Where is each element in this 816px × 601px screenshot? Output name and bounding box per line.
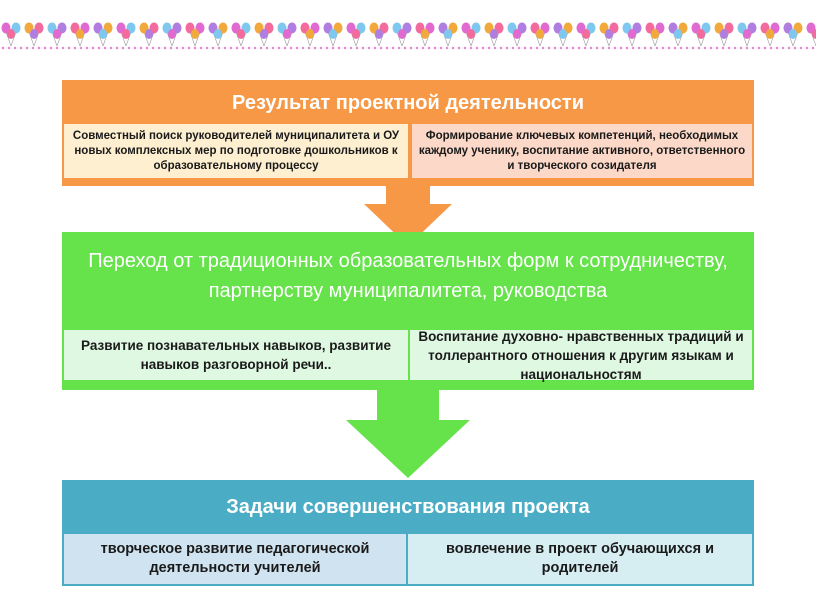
balloon-icon (231, 22, 251, 47)
balloon-icon (438, 22, 458, 47)
balloon-icon (668, 22, 688, 47)
down-arrow-green (346, 390, 470, 478)
balloon-icon (806, 22, 816, 47)
balloon-icon (323, 22, 343, 47)
balloon-icon (461, 22, 481, 47)
balloon-icon (714, 22, 734, 47)
result-left-cell: Совместный поиск руководителей муниципал… (64, 124, 408, 178)
balloon-icon (254, 22, 274, 47)
balloon-icon (691, 22, 711, 47)
balloon-icon (530, 22, 550, 47)
transition-block: Переход от традиционных образовательных … (62, 232, 754, 390)
balloon-icon (737, 22, 757, 47)
balloon-icon (24, 22, 44, 47)
balloon-icon (1, 22, 21, 47)
tasks-left-cell: творческое развитие педагогической деяте… (64, 534, 406, 584)
balloon-icon (484, 22, 504, 47)
balloon-icon (185, 22, 205, 47)
balloon-icon (277, 22, 297, 47)
tasks-block: Задачи совершенствования проекта творчес… (62, 480, 754, 586)
balloon-icon (622, 22, 642, 47)
balloon-icon (553, 22, 573, 47)
balloon-icon (599, 22, 619, 47)
balloon-icon (415, 22, 435, 47)
balloon-icon (70, 22, 90, 47)
transition-title: Переход от традиционных образовательных … (88, 250, 728, 302)
balloon-icon (47, 22, 67, 47)
down-arrow-orange (364, 186, 452, 246)
balloon-icon (93, 22, 113, 47)
balloon-icon (300, 22, 320, 47)
result-right-cell: Формирование ключевых компетенций, необх… (412, 124, 752, 178)
balloon-border (0, 20, 816, 50)
balloon-icon (346, 22, 366, 47)
balloon-icon (116, 22, 136, 47)
balloon-icon (645, 22, 665, 47)
balloon-icon (507, 22, 527, 47)
balloon-icon (576, 22, 596, 47)
result-block: Результат проектной деятельности Совмест… (62, 80, 754, 186)
balloon-icon (369, 22, 389, 47)
balloon-icon (760, 22, 780, 47)
balloon-icon (392, 22, 412, 47)
transition-left-cell: Развитие познавательных навыков, развити… (64, 330, 408, 380)
balloon-icon (162, 22, 182, 47)
tasks-title: Задачи совершенствования проекта (226, 496, 590, 518)
result-title: Результат проектной деятельности (231, 92, 585, 114)
balloon-icon (139, 22, 159, 47)
transition-right-cell: Воспитание духовно- нравственных традици… (410, 329, 752, 382)
dotted-border-line (0, 46, 816, 50)
balloon-icon (208, 22, 228, 47)
balloon-icon (783, 22, 803, 47)
tasks-right-cell: вовлечение в проект обучающихся и родите… (408, 534, 752, 584)
